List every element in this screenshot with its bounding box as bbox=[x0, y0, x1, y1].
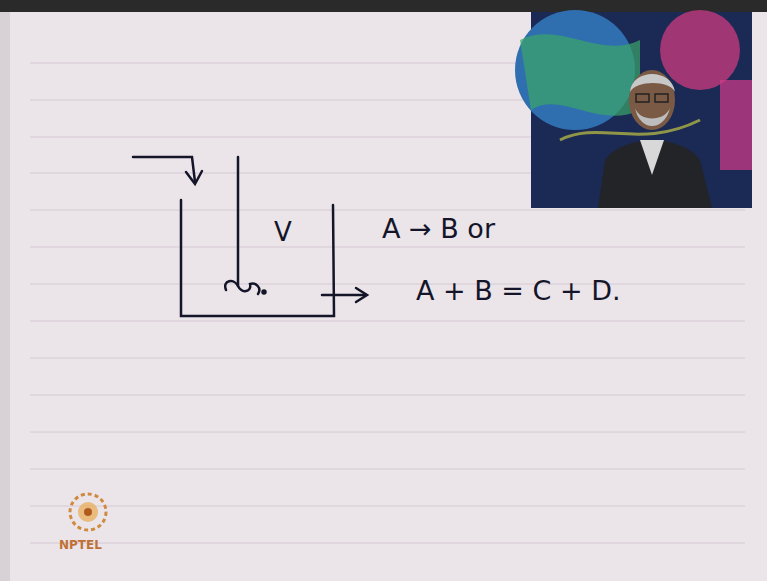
tank-outline bbox=[178, 195, 338, 320]
reaction-equation: A + B = C + D. bbox=[416, 275, 621, 306]
nptel-logo bbox=[70, 494, 106, 530]
inlet-arrow bbox=[133, 157, 202, 184]
reaction-equation: A → B or bbox=[382, 213, 495, 244]
volume-label: V bbox=[274, 217, 292, 247]
reactor-tank: V bbox=[178, 195, 338, 320]
outlet-arrow bbox=[322, 288, 367, 302]
logo-text: NPTEL bbox=[59, 538, 102, 552]
paper bbox=[10, 12, 767, 581]
top-strip bbox=[0, 0, 767, 12]
video-inset bbox=[515, 10, 752, 208]
stirrer bbox=[225, 157, 265, 294]
ruled-lines bbox=[30, 63, 745, 543]
